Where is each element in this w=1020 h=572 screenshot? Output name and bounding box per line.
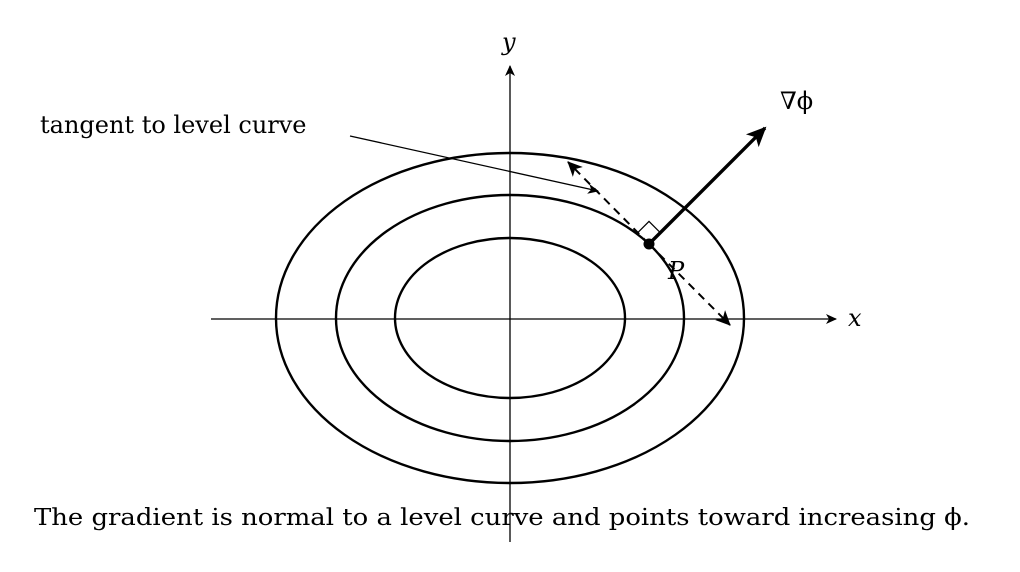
caption: The gradient is normal to a level curve … xyxy=(34,505,970,531)
point-label: P xyxy=(667,257,685,285)
gradient-vector xyxy=(647,126,767,246)
level-curve-middle xyxy=(334,193,686,443)
tangent-annotation: tangent to level curve xyxy=(40,111,307,139)
tangent-line-upper xyxy=(567,161,650,245)
point-p xyxy=(643,238,655,250)
level-curve-inner xyxy=(393,236,627,400)
tangent-annotation-pointer xyxy=(349,135,599,194)
right-angle-marker xyxy=(637,220,661,234)
gradient-label: ∇ϕ xyxy=(780,87,813,115)
level-curve-outer xyxy=(274,151,746,485)
x-axis-label: x xyxy=(848,304,862,332)
y-axis-label: y xyxy=(501,28,516,56)
tangent-line-lower xyxy=(648,243,731,326)
